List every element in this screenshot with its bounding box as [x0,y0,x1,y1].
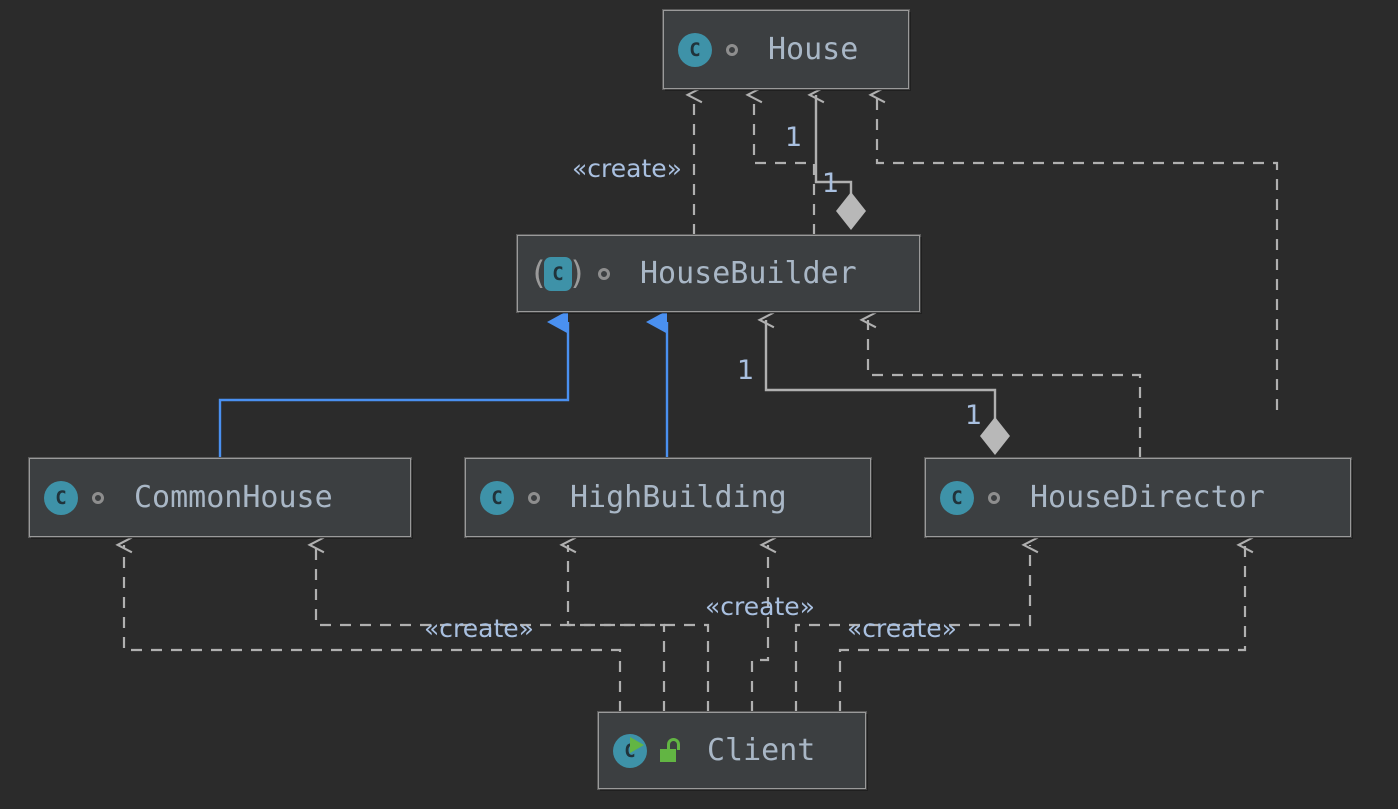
edge-dependency-housedirector-house[interactable] [868,86,1279,410]
class-node-label: HouseDirector [1030,480,1265,515]
edge-label-create-bottom-middle: «create» [705,592,815,621]
class-node-commonhouse[interactable]: C CommonHouse [29,458,411,537]
abstract-class-icon: ( C) [532,253,584,292]
edge-group-compositions: House ; solid, diamond at builder side (… [757,86,1010,455]
class-icon: C [678,32,712,67]
class-node-label: House [768,32,859,67]
edge-label-create-bottom-left: «create» [424,614,534,643]
composition-diamond-housebuilder [980,417,1010,455]
public-ring-icon [726,43,738,56]
edge-create-client-highbuilding[interactable] [559,536,710,712]
edge-label-create-bottom-right: «create» [847,614,957,643]
edge-composition-housedirector-housebuilder[interactable] [757,311,997,425]
class-node-house[interactable]: C House [663,10,909,89]
edge-create-client-housedirector[interactable] [794,536,1039,712]
class-icon: C [480,480,514,515]
class-node-client[interactable]: C Client [598,712,866,789]
edge-group-dependencies [115,86,1279,712]
edge-dependency-client-housedirector[interactable] [838,536,1254,712]
public-ring-icon [92,491,104,504]
public-ring-icon [598,267,610,280]
public-ring-icon [528,491,540,504]
class-icon: C [44,480,78,515]
edge-create-client-commonhouse[interactable] [115,536,622,712]
edge-inheritance-commonhouse-housebuilder[interactable] [218,310,570,458]
class-node-label: HouseBuilder [640,256,857,291]
multiplicity-house-source: 1 [822,168,840,199]
edge-dependency-housedirector-housebuilder[interactable] [859,311,1142,458]
edge-composition-housebuilder-house[interactable] [807,86,853,200]
multiplicity-house-target: 1 [785,122,803,153]
class-node-label: CommonHouse [134,480,333,515]
unlocked-padlock-icon [659,737,685,764]
multiplicity-housebuilder-source: 1 [965,400,983,431]
class-node-label: HighBuilding [570,480,787,515]
runnable-class-icon: C [613,733,649,768]
class-node-highbuilding[interactable]: C HighBuilding [465,458,871,537]
class-node-housedirector[interactable]: C HouseDirector [925,458,1351,537]
edge-dependency-housebuilder-house[interactable] [745,86,816,235]
composition-diamond-house [836,192,866,230]
multiplicity-housebuilder-target: 1 [737,355,755,386]
public-ring-icon [988,491,1000,504]
edge-dependency-client-commonhouse[interactable] [307,536,666,712]
edge-dependency-client-highbuilding[interactable] [750,536,777,712]
class-node-label: Client [707,733,816,768]
class-icon: C [940,480,974,515]
class-node-housebuilder[interactable]: ( C) HouseBuilder [517,235,920,312]
edge-group-inheritance [218,310,669,458]
edge-label-create-top: «create» [572,154,682,183]
